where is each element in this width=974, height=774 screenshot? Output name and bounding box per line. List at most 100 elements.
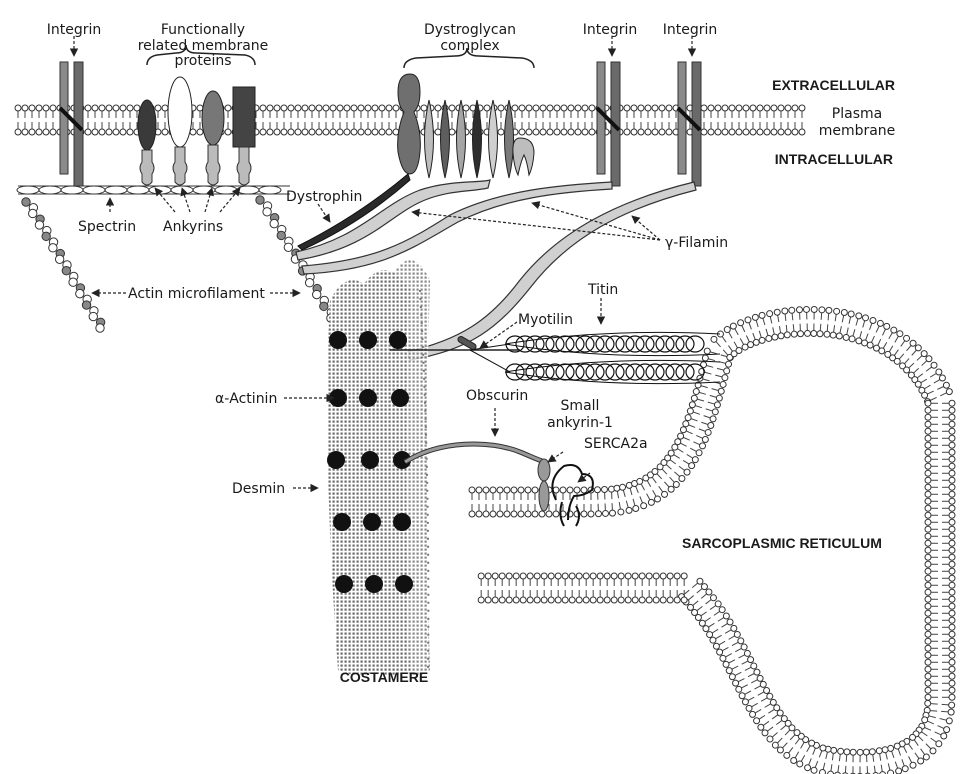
lipid <box>719 643 748 662</box>
lipid <box>636 477 655 506</box>
lipid <box>924 469 956 477</box>
lipid <box>918 722 948 740</box>
alpha-actinin-dot <box>365 575 383 593</box>
lipid <box>698 606 726 627</box>
titin-coil <box>555 363 575 381</box>
titin-coil <box>685 363 705 381</box>
lipid <box>496 486 504 518</box>
lipid <box>642 474 662 503</box>
lipid <box>659 572 667 604</box>
lipid <box>686 407 717 423</box>
spectrin-link <box>258 185 282 195</box>
actin-monomer <box>283 242 294 252</box>
label-costamere: COSTAMERE <box>340 669 428 685</box>
lipid <box>710 335 734 361</box>
lipid <box>547 572 555 604</box>
lipid <box>575 572 583 604</box>
spectrin-network <box>16 185 290 195</box>
lipid <box>21 104 29 136</box>
lipid <box>707 104 715 136</box>
lipid <box>518 104 526 136</box>
lipid <box>702 612 730 633</box>
lipid <box>266 104 274 136</box>
lipid <box>835 309 848 340</box>
lipid <box>924 525 956 533</box>
label-desmin: Desmin <box>232 481 285 497</box>
lipid <box>105 104 113 136</box>
lipid <box>721 104 729 136</box>
label-functionally-related-3: proteins <box>174 53 231 69</box>
lipid <box>924 693 956 701</box>
lipid <box>924 637 956 645</box>
lipid <box>498 572 506 604</box>
lipid <box>924 399 956 407</box>
lipid <box>862 748 871 774</box>
lipid <box>921 716 951 734</box>
label-plasma-membrane-1: Plasma <box>832 106 882 122</box>
lipid <box>691 594 717 617</box>
label-functionally-related-1: Functionally <box>161 22 245 38</box>
lipid <box>350 104 358 136</box>
lipid <box>49 104 57 136</box>
lipid <box>924 651 956 659</box>
lipid <box>738 680 767 700</box>
lipid <box>581 104 589 136</box>
lipid <box>924 672 956 680</box>
small-ankyrin-1 <box>537 458 551 512</box>
lipid <box>658 104 666 136</box>
lipid <box>607 485 616 517</box>
lipid <box>671 443 699 464</box>
label-sarcoplasmic-reticulum: SARCOPLASMIC RETICULUM <box>682 535 882 551</box>
lipid <box>574 104 582 136</box>
lipid <box>924 532 956 540</box>
lipid <box>525 104 533 136</box>
lipid <box>660 459 686 482</box>
lipid <box>161 104 169 136</box>
lipid <box>665 104 673 136</box>
actin-monomer <box>28 208 38 219</box>
dystroglycan-complex <box>397 47 535 179</box>
lipid <box>533 572 541 604</box>
lipid <box>259 104 267 136</box>
lipid <box>866 319 884 349</box>
titin-coil <box>535 363 555 381</box>
serca2a <box>551 464 594 527</box>
costamere-structure <box>327 260 430 675</box>
alpha-actinin-dot <box>329 331 347 349</box>
actin-monomer <box>312 289 322 300</box>
lipid <box>652 572 660 604</box>
titin-coil <box>615 335 635 353</box>
lipid <box>749 698 777 718</box>
lipid <box>745 692 774 712</box>
lipid <box>798 104 806 136</box>
lipid <box>678 577 704 601</box>
lipid <box>112 104 120 136</box>
lipid <box>924 560 956 568</box>
lipid <box>784 104 792 136</box>
lipid <box>477 572 485 604</box>
lipid <box>553 104 561 136</box>
alpha-actinin-dots <box>327 331 413 593</box>
lipid <box>698 368 729 382</box>
lipid <box>924 518 956 526</box>
lipid <box>861 316 877 347</box>
lipid <box>539 104 547 136</box>
lipid <box>924 441 956 449</box>
lipid <box>688 401 719 416</box>
spectrin-link <box>104 185 128 195</box>
lipid <box>790 736 810 764</box>
alpha-actinin-dot <box>333 513 351 531</box>
label-actin-microfilament: Actin microfilament <box>128 286 265 302</box>
lipid <box>856 748 864 774</box>
lipid <box>899 344 922 370</box>
lipid <box>816 306 826 338</box>
lipid <box>631 480 648 510</box>
lipid <box>804 741 820 772</box>
lipid <box>741 687 771 706</box>
spectrin-link <box>170 185 194 195</box>
actin-monomer <box>269 218 279 229</box>
titin-coil <box>605 363 625 381</box>
lipid <box>336 104 344 136</box>
lipid <box>677 432 707 450</box>
